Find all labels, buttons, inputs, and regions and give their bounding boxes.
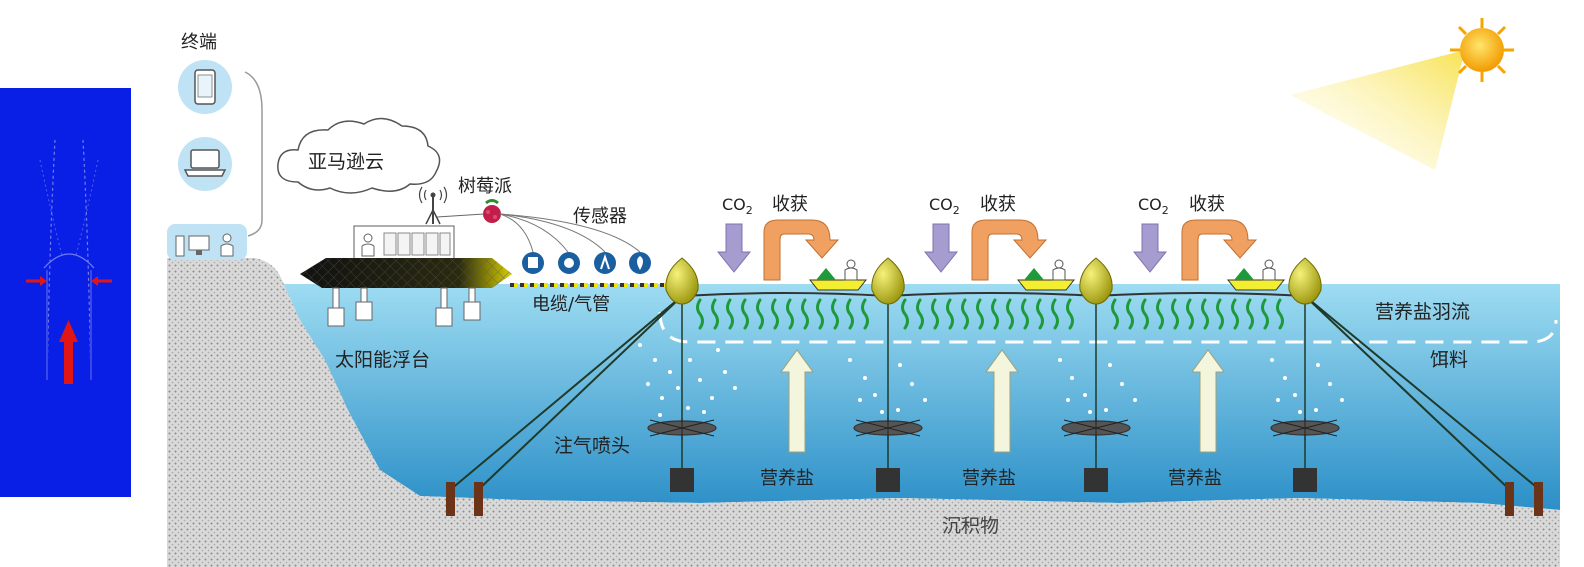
antenna-icon	[418, 186, 448, 225]
harvest-label-2: 收获	[980, 194, 1016, 215]
harvest-boat-1	[808, 279, 868, 291]
upwelling-flow-panel	[0, 88, 131, 497]
terminal-label: 终端	[181, 32, 217, 53]
solar-platform-label: 太阳能浮台	[335, 349, 430, 371]
nutrient-salt-label-1: 营养盐	[760, 468, 814, 489]
nutrient-arrow	[780, 349, 1225, 453]
mooring-lines	[449, 295, 1541, 491]
laptop-icon[interactable]	[178, 137, 232, 191]
sensors-label: 传感器	[573, 206, 627, 227]
raspberry-icon	[483, 199, 501, 223]
anchor-weights	[670, 468, 1317, 492]
solar-platform	[300, 225, 512, 327]
sediment-label: 沉积物	[942, 515, 999, 537]
harvest-boat-2	[1016, 279, 1076, 291]
air-bubbles	[638, 343, 1344, 417]
nutrient-salt-label-3: 营养盐	[1168, 468, 1222, 489]
sea-water	[268, 284, 1560, 510]
sun-icon	[1290, 18, 1514, 170]
inflow-arrow-left	[26, 276, 47, 286]
person-icon	[220, 233, 234, 257]
seaweed-bed	[696, 298, 1284, 330]
shore-station	[167, 224, 247, 260]
air-nozzle-label: 注气喷头	[554, 435, 630, 457]
nutrient-plume-boundary	[658, 311, 1558, 344]
buoy-tethers	[681, 300, 1306, 470]
co2-arrow-2	[923, 223, 959, 273]
co2-arrow-3	[1132, 223, 1168, 273]
sensor-icon	[522, 252, 651, 274]
nutrient-plume-label: 营养盐羽流	[1375, 301, 1470, 323]
co2-harvest-group-2: CO2 收获	[923, 194, 1076, 291]
upflow-arrow	[59, 320, 78, 384]
co2-harvest-group-1: CO2 收获	[716, 194, 868, 291]
co2-label-1: CO2	[722, 195, 753, 217]
harvest-arrow-2	[971, 219, 1048, 281]
cable-label: 电缆/气管	[532, 294, 610, 315]
co2-harvest-group-3: CO2 收获	[1132, 194, 1286, 291]
co2-arrow-1	[716, 223, 752, 273]
raspberry-pi-label: 树莓派	[458, 176, 512, 197]
anchor-posts	[446, 482, 1543, 516]
sensor-wires	[499, 213, 641, 253]
buoy-icon	[665, 257, 1322, 305]
terminal-bracket	[244, 71, 263, 237]
inflow-arrow-right	[91, 276, 112, 286]
harvest-label-1: 收获	[772, 194, 808, 215]
nutrient-salt-label-2: 营养盐	[962, 468, 1016, 489]
harvest-boat-3	[1226, 279, 1286, 291]
cloud-icon	[277, 117, 441, 194]
computer-icon	[175, 235, 210, 257]
bait-label: 饵料	[1430, 349, 1468, 371]
co2-label-3: CO2	[1138, 195, 1169, 217]
co2-label-2: CO2	[929, 195, 960, 217]
seabed	[167, 258, 1560, 567]
surface-rope	[681, 292, 1306, 298]
harvest-arrow-3	[1181, 219, 1258, 281]
harvest-arrow-1	[763, 219, 840, 281]
phone-icon[interactable]	[178, 60, 232, 114]
harvest-label-3: 收获	[1189, 194, 1225, 215]
cloud-label: 亚马逊云	[308, 151, 384, 173]
